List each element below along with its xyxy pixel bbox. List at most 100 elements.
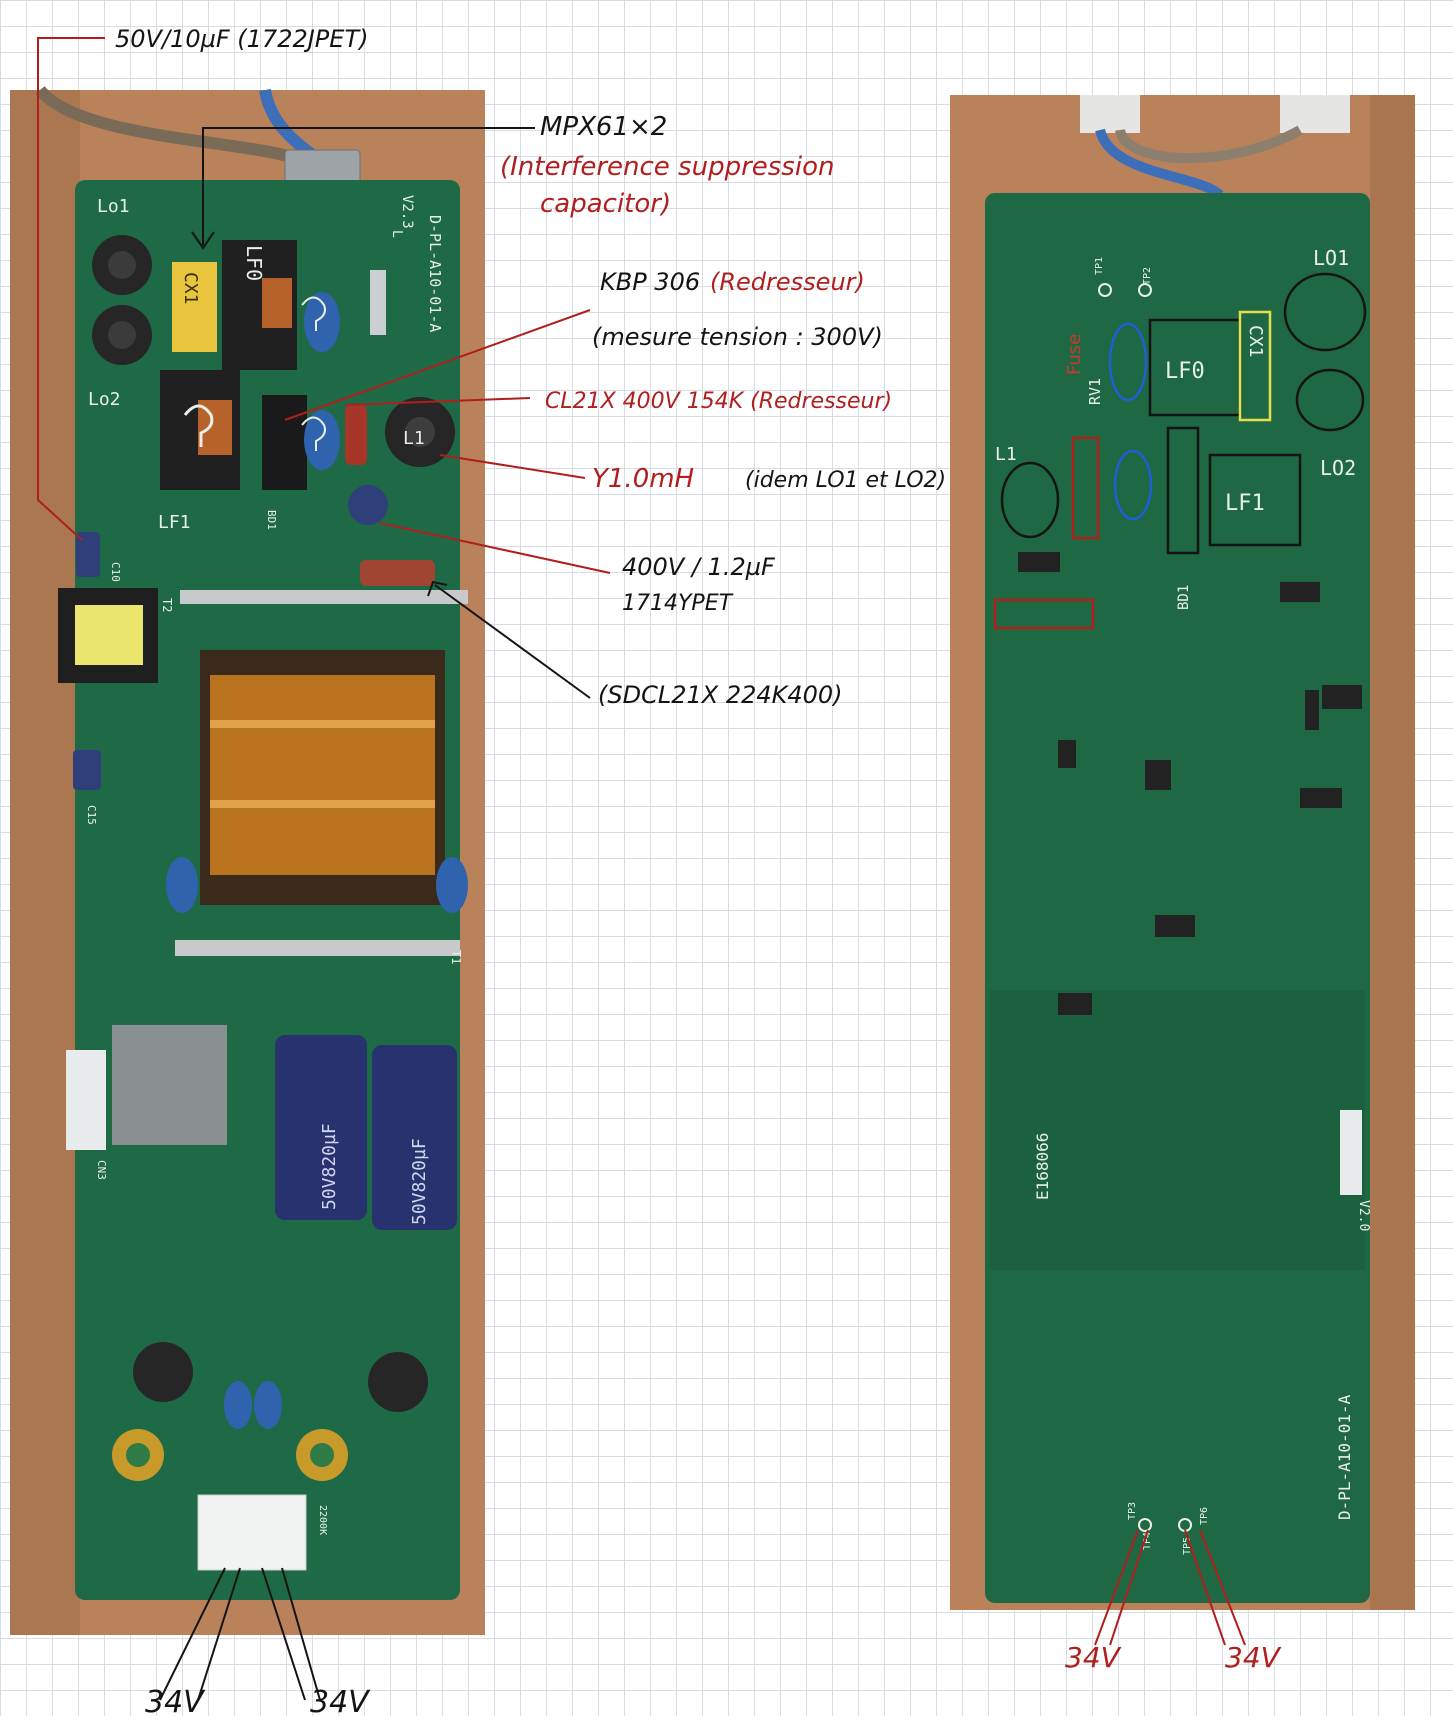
back-silk-tp2: TP2	[1142, 267, 1153, 285]
back-silk-l1: L1	[995, 444, 1017, 465]
pcb-back	[985, 193, 1370, 1603]
silk-t1: T1	[449, 950, 463, 964]
annot-cap-c10: 50V/10µF (1722JPET)	[115, 25, 368, 53]
back-silk-rv1: RV1	[1086, 378, 1104, 405]
mark-lf1	[1208, 453, 1302, 547]
silk-cn3: CN3	[95, 1160, 108, 1180]
back-silk-cx1: CX1	[1245, 325, 1266, 358]
annot-out-right-back: 34V	[1225, 1641, 1282, 1674]
annot-cl21x: CL21X 400V 154K (Redresseur)	[545, 389, 892, 414]
back-silk-lf1: LF1	[1225, 491, 1265, 516]
capacitor-c10	[76, 532, 100, 577]
annot-inductor-note: (idem LO1 et LO2)	[745, 468, 946, 493]
back-silk-tp6: TP6	[1199, 1507, 1210, 1525]
silk-c15: C15	[85, 805, 98, 825]
mark-bd1	[1166, 426, 1200, 555]
back-silk-lo2: LO2	[1320, 456, 1356, 480]
annot-mpx-note-2: capacitor)	[540, 189, 671, 219]
annot-out-left-front: 34V	[145, 1685, 206, 1716]
leader-inductor	[439, 454, 586, 479]
annot-out-right-front: 34V	[310, 1685, 371, 1716]
heatsink-ic	[112, 1025, 227, 1145]
leader-out-right	[261, 1567, 321, 1701]
mains-wire-brown	[35, 85, 303, 166]
back-silk-tp5: TP5	[1182, 1537, 1193, 1555]
silk-t2: T2	[160, 598, 174, 612]
leader-cl21x	[344, 397, 531, 406]
capacitor-820uf-2	[372, 1045, 457, 1230]
fuse	[370, 270, 386, 335]
red-capacitor-cl21x	[345, 405, 367, 465]
back-silk-version: V2.0	[1356, 1200, 1371, 1231]
silk-lo2: Lo2	[88, 389, 121, 410]
leader-out-left	[159, 1567, 241, 1701]
annot-mpx-note-1: (Interference suppression	[500, 152, 834, 182]
connector-block-right	[1280, 95, 1350, 133]
capacitor-cx1	[172, 262, 217, 352]
silk-bd1: BD1	[265, 510, 278, 530]
output-connector	[197, 1494, 307, 1571]
leader-cap-400v	[379, 522, 611, 574]
back-silk-lf0: LF0	[1165, 359, 1205, 384]
silk-l-mark: L	[389, 230, 404, 238]
annot-kbp-title: KBP 306	[600, 268, 700, 296]
leader-mpx	[191, 127, 535, 250]
silk-cx1: CX1	[180, 272, 201, 305]
mark-rv1	[1108, 322, 1148, 402]
back-silk-tp1: TP1	[1094, 257, 1105, 275]
mark-blue-2	[1113, 449, 1153, 521]
back-silk-lo1: LO1	[1313, 246, 1349, 270]
silk-cap-marking-2: 50V820µF	[409, 1138, 430, 1225]
annotations: 50V/10µF (1722JPET) MPX61×2 (Interferenc…	[37, 25, 1282, 1716]
back-silk-tp3: TP3	[1127, 1502, 1138, 1520]
mark-l1	[1000, 461, 1060, 539]
question-mark-3	[183, 404, 214, 447]
blue-capacitor-2	[304, 410, 340, 470]
capacitor-820uf-1	[275, 1035, 367, 1220]
bridge-rectifier-bd1	[262, 395, 307, 490]
annot-cl21x-224: (SDCL21X 224K400)	[598, 681, 843, 709]
leader-back-right	[1184, 1529, 1246, 1646]
wood-shadow-front	[10, 90, 80, 1635]
silk-l1: L1	[403, 428, 425, 449]
mark-red-bottom	[993, 598, 1095, 630]
mark-lo2	[1295, 368, 1365, 432]
output-inductor-2	[368, 1352, 428, 1412]
question-mark-2	[301, 416, 326, 451]
back-silk-ul: E168066	[1033, 1133, 1052, 1200]
back-silk-part-number: D-PL-A10-01-A	[1335, 1394, 1354, 1520]
capacitor-400v-film	[360, 560, 435, 586]
back-photo: LO1 LO2 L1 LF0 LF1 CX1 RV1 Fuse BD1 TP1 …	[950, 95, 1415, 1610]
front-photo: V2.3 L D-PL-A10-01-A Lo1 Lo2 LF0 LF1 CX1…	[10, 85, 485, 1635]
varistor-rv1	[304, 292, 340, 352]
output-inductor-1	[133, 1342, 193, 1402]
mark-cx1	[1238, 310, 1272, 422]
connector-cn3	[66, 1050, 106, 1150]
heatsink-bottom	[175, 940, 460, 956]
capacitor-c15	[73, 750, 101, 790]
back-silk-fuse: Fuse	[1064, 334, 1085, 375]
silk-cap-marking-1: 50V820µF	[319, 1123, 340, 1210]
leader-cl21x-224	[427, 580, 591, 699]
silk-lo1: Lo1	[97, 196, 130, 217]
mark-fuse-red	[1071, 436, 1100, 540]
silk-c10: C10	[109, 562, 122, 582]
annot-kbp-note: (Redresseur)	[710, 268, 865, 296]
heatsink-top	[180, 590, 468, 604]
back-silk-tp4: TP4	[1142, 1532, 1153, 1550]
capacitor-bulk-small	[348, 485, 388, 525]
leader-kbp	[284, 309, 591, 421]
annot-inductor: Y1.0mH	[592, 464, 694, 494]
annot-cap-400v-2: 1714YPET	[622, 591, 734, 616]
back-silk-bd1: BD1	[1176, 585, 1192, 610]
leader-back-left	[1094, 1529, 1149, 1646]
leader-c10	[37, 37, 105, 541]
silk-version: V2.3	[399, 195, 415, 229]
mark-lo1	[1283, 272, 1367, 352]
connector-block-left	[1080, 95, 1140, 133]
silk-con-label: 2200K	[317, 1505, 328, 1535]
silk-lf0: LF0	[242, 245, 266, 281]
silk-lf1: LF1	[158, 512, 191, 533]
silk-part-number: D-PL-A10-01-A	[426, 215, 444, 332]
question-mark-1	[301, 296, 326, 331]
